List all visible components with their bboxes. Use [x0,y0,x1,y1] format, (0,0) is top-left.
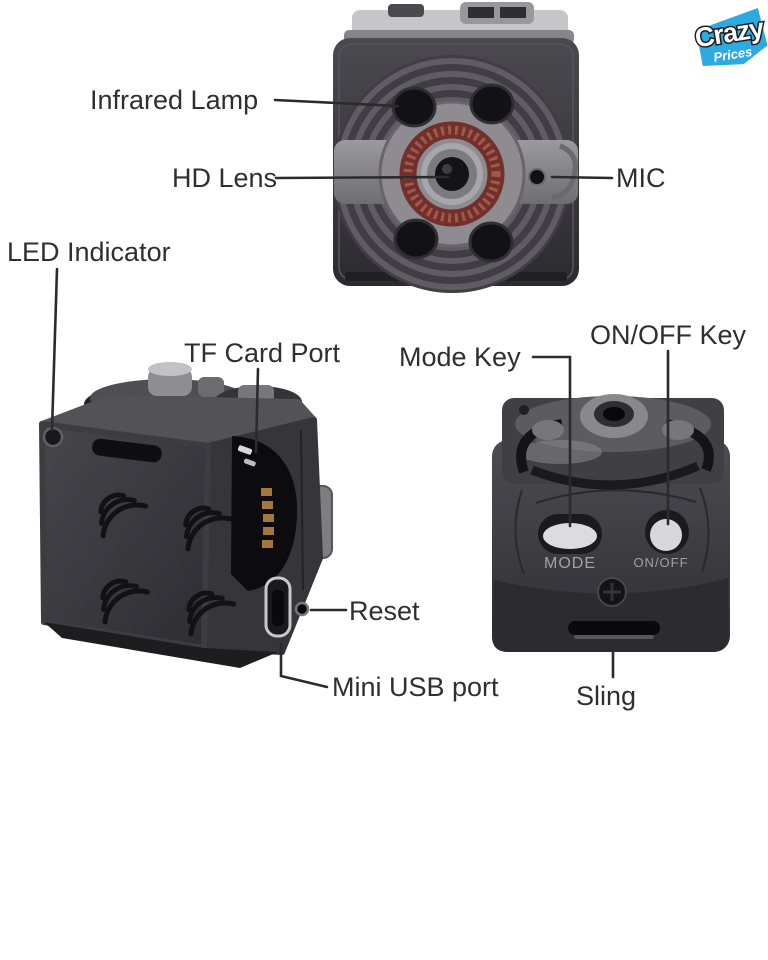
infrared-lamps [391,83,515,263]
lens-highlight [442,164,452,174]
back-top-detail [662,420,694,440]
label-tf-card-port: TF Card Port [184,338,341,368]
logo-text-prices: Prices [712,44,753,65]
label-led-indicator: LED Indicator [7,237,171,267]
side-top-knob [198,377,224,397]
front-top-detail [500,7,526,18]
front-top-detail [468,7,494,18]
back-screw-cross [603,583,621,601]
cube-bottom-shadow [44,622,278,668]
power-button-marking: ON/OFF [633,555,688,570]
side-top-knob [148,362,192,376]
front-view-illustration [333,2,579,293]
side-view-illustration [39,362,333,668]
power-button [650,519,682,551]
leader-mode-key [531,355,572,528]
label-mic: MIC [616,163,666,193]
back-lower-panel [492,578,728,652]
hd-lens-glass [435,157,469,191]
tf-slot-contact [243,458,256,467]
front-top-detail [388,4,424,17]
label-mode-key: Mode Key [399,342,521,372]
label-sling: Sling [576,681,637,711]
sling-slot [568,621,660,635]
speaker-arcs [98,492,237,637]
tf-card-slot [231,436,298,591]
side-seam [300,429,304,591]
back-seam [514,489,525,575]
mini-usb-slot [272,590,284,626]
mode-button-marking: MODE [544,555,596,572]
label-reset: Reset [349,596,420,626]
back-screw-small [519,405,529,415]
infrared-lamp [391,86,437,128]
label-mini-usb-port: Mini USB port [332,672,499,702]
lens-plate-rim [378,100,526,248]
label-on-off-key: ON/OFF Key [590,320,747,350]
leader-hd-lens [274,175,450,180]
logo-background-shape [696,7,768,66]
logo-text-crazy: Crazy [693,13,766,54]
reset-hole [294,601,310,617]
infrared-lamp [393,218,439,260]
mic-hole [528,168,546,186]
sling-slot-highlight [574,635,654,639]
label-hd-lens: HD Lens [172,163,278,193]
tripod-mount-hole [603,407,625,421]
mode-button [543,523,597,549]
lens-red-ring-dots [403,125,501,223]
front-slot [92,438,162,463]
back-clamp-arc [530,461,700,490]
infrared-lamp [468,221,514,263]
label-infrared-lamp: Infrared Lamp [90,85,259,115]
tf-slot-contact [237,445,253,455]
back-view-illustration: MODE ON/OFF [492,394,730,652]
infrared-lamp [469,83,515,125]
tf-card-pins [261,488,274,548]
leader-tf-card-port [254,367,260,454]
leader-lines [50,98,670,689]
leader-infrared-lamp [273,98,400,108]
band-curl [551,143,578,201]
leader-mini-usb [279,642,329,689]
leader-mic [550,175,614,180]
crazy-prices-logo: Crazy Prices [691,7,768,66]
back-top-detail [532,420,564,440]
back-top-highlight [518,440,602,464]
leader-led-indicator [50,267,59,432]
back-seam [535,489,697,504]
back-seam [699,487,710,573]
